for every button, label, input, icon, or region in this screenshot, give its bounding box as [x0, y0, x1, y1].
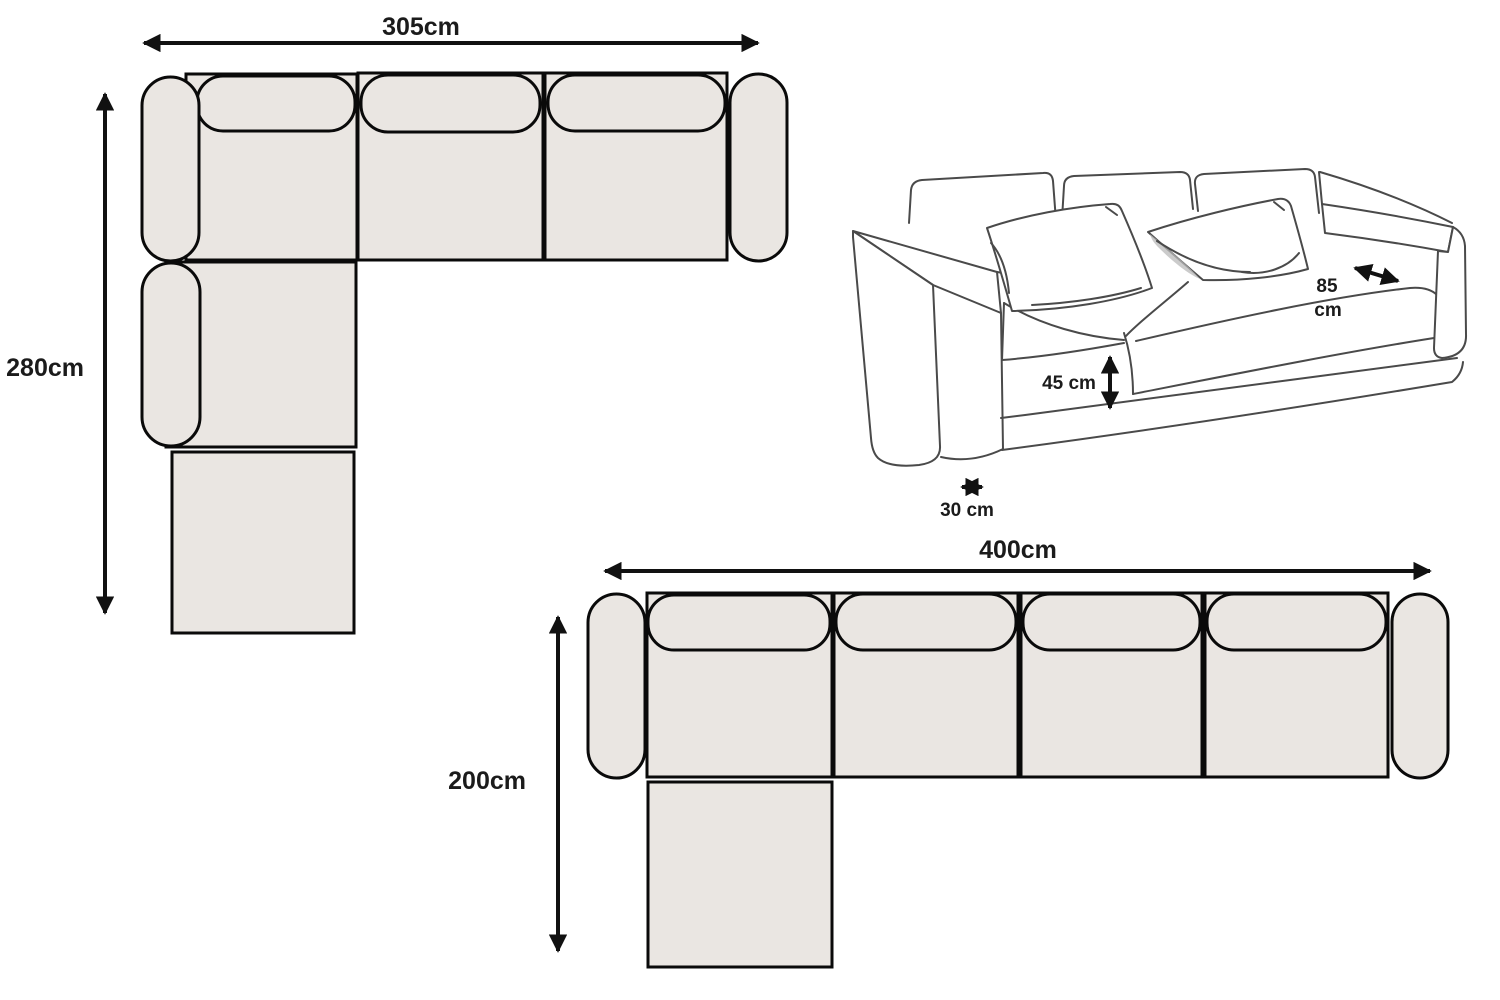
corner-side-cushion: [140, 261, 202, 448]
width-dimension-label: 305cm: [382, 13, 460, 41]
seat-edge: [1001, 302, 1005, 361]
seat-depth-arrow: [1353, 263, 1400, 286]
sectional-b-top-view: 400cm 200cm: [448, 536, 1450, 969]
seat-depth-value: 85: [1316, 276, 1338, 297]
seat-depth-unit: cm: [1314, 300, 1341, 321]
seat-fold: [1123, 332, 1134, 395]
throw-pillow: [1147, 197, 1309, 282]
right-armrest: [728, 72, 789, 263]
back-cushion: [834, 592, 1018, 652]
seat-crease: [1125, 281, 1189, 337]
pillow-fold: [1156, 240, 1251, 273]
seat-seam: [1135, 286, 1438, 342]
sectional-a-top-view: 305cm 280cm: [6, 13, 789, 635]
sofa-perspective-sketch: 85 cm 45 cm 30 cm: [852, 168, 1468, 521]
back-cushion: [646, 593, 832, 652]
seat-front-edge: [1001, 342, 1125, 361]
left-armrest: [140, 75, 201, 263]
right-arm-outer-face: [1433, 226, 1468, 359]
left-arm-front-face: [852, 230, 942, 467]
left-arm-inner-edge: [940, 312, 1004, 461]
arm-width-label: 30 cm: [940, 500, 994, 521]
sketch-back-cushion: [1193, 168, 1320, 214]
throw-pillow: [986, 202, 1153, 312]
width-dimension-label: 400cm: [979, 536, 1057, 564]
ottoman-module: [170, 450, 356, 635]
back-cushion: [1205, 592, 1388, 652]
base-bottom-edge: [1001, 361, 1464, 451]
seat-height-label: 45 cm: [1042, 373, 1096, 394]
back-cushion: [195, 74, 357, 133]
sofa-back-edge: [1319, 171, 1453, 224]
pillow-fold: [1031, 287, 1142, 306]
depth-dimension-label: 280cm: [6, 354, 84, 382]
pillow-crease: [1273, 201, 1285, 211]
seat-front-edge: [1132, 337, 1435, 395]
sketch-back-cushion: [908, 171, 1057, 224]
pillow-crease: [1105, 206, 1118, 216]
back-cushion: [359, 73, 542, 134]
back-cushion: [546, 73, 727, 133]
right-arm-top-face: [1321, 203, 1454, 253]
sketch-back-cushion: [1061, 171, 1194, 220]
base-rail: [1000, 357, 1458, 419]
left-armrest: [586, 592, 647, 780]
pillow-fold: [990, 242, 1010, 294]
pillow-fold: [1241, 252, 1300, 274]
chaise-module: [646, 780, 834, 969]
right-armrest: [1390, 592, 1450, 780]
sofa-back-edge: [1318, 171, 1323, 205]
back-cushion: [1021, 592, 1202, 652]
depth-dimension-label: 200cm: [448, 767, 526, 795]
